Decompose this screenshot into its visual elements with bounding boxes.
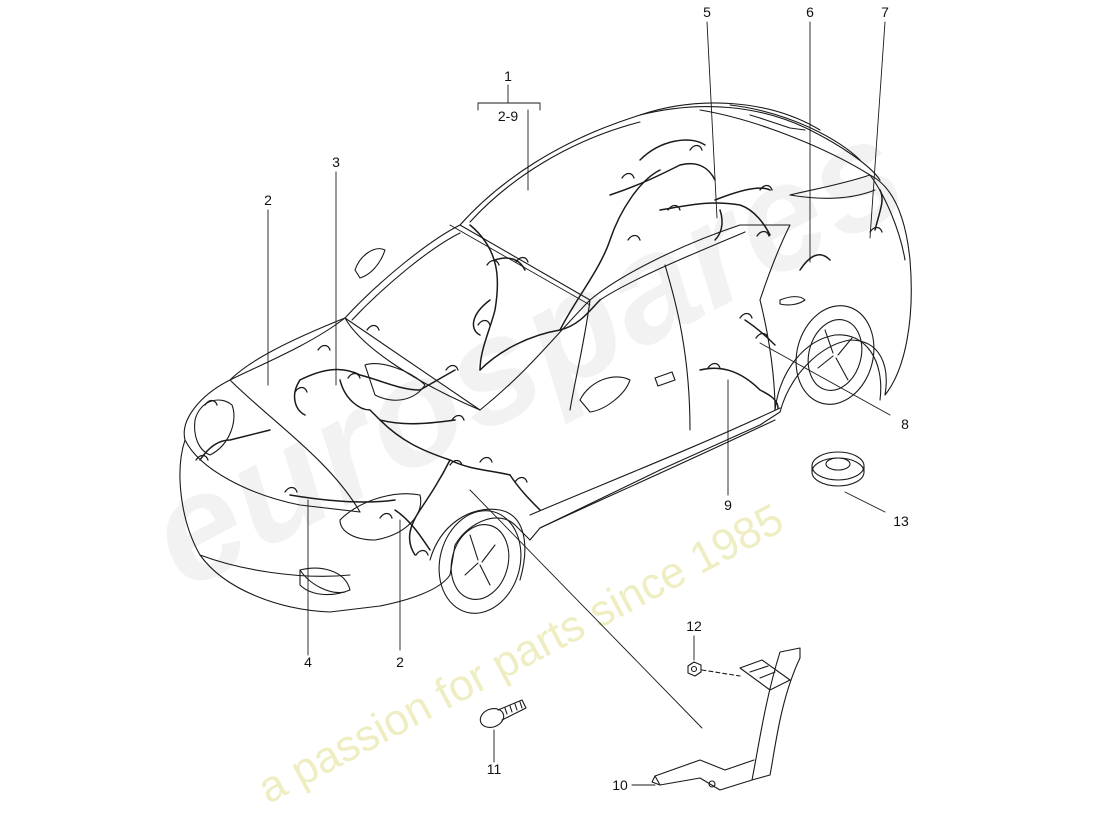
callout-12[interactable]: 12 [686,618,702,634]
callout-4[interactable]: 4 [304,654,312,670]
callout-13[interactable]: 13 [893,513,909,529]
callout-1[interactable]: 1 [504,68,512,84]
callout-10[interactable]: 10 [612,777,628,793]
callout-9[interactable]: 9 [724,497,732,513]
part-12-nut [687,661,741,677]
leader-lines [267,21,891,786]
part-11-bolt [479,699,527,728]
callout-5[interactable]: 5 [703,4,711,20]
car-body-outline [179,102,912,614]
callout-3[interactable]: 3 [332,154,340,170]
callout-7[interactable]: 7 [881,4,889,20]
callout-1-range[interactable]: 2-9 [497,108,519,124]
part-13-grommet [811,451,865,487]
callout-6[interactable]: 6 [806,4,814,20]
callout-11[interactable]: 11 [486,761,502,777]
callout-2-top[interactable]: 2 [264,192,272,208]
part-10-bracket [651,647,801,791]
wiring-harness [195,139,883,556]
callout-8[interactable]: 8 [901,416,909,432]
callout-2-bottom[interactable]: 2 [396,654,404,670]
